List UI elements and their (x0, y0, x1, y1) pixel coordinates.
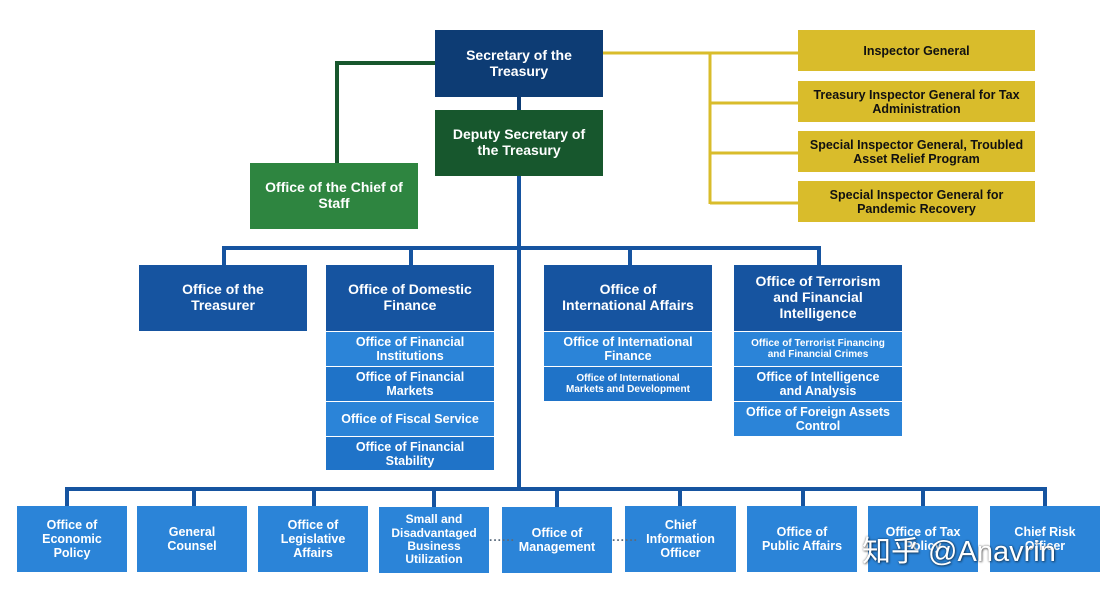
domestic-finance-box: Office of Domestic Finance (326, 265, 494, 331)
chief-risk-officer-box: Chief Risk Officer (990, 506, 1100, 572)
fiscal-service-box: Office of Fiscal Service (326, 401, 494, 436)
secretary-box: Secretary of the Treasury (435, 30, 603, 97)
ellipsis-right: ...... (612, 530, 639, 544)
financial-stability-box: Office of Financial Stability (326, 436, 494, 470)
tax-policy-box: Office of Tax Policy (868, 506, 978, 572)
ellipsis-left: ...... (489, 530, 516, 544)
tarp-inspector-general-box: Special Inspector General, Troubled Asse… (798, 131, 1035, 172)
financial-markets-box: Office of Financial Markets (326, 366, 494, 401)
small-business-utilization-box: Small and Disadvantaged Business Utiliza… (379, 507, 489, 573)
intelligence-analysis-box: Office of Intelligence and Analysis (734, 366, 902, 401)
treasurer-office-box: Office of the Treasurer (139, 265, 307, 331)
management-box: Office of Management (502, 507, 612, 573)
pandemic-inspector-general-box: Special Inspector General for Pandemic R… (798, 181, 1035, 222)
chief-information-officer-box: Chief Information Officer (625, 506, 736, 572)
public-affairs-box: Office of Public Affairs (747, 506, 857, 572)
inspector-general-box: Inspector General (798, 30, 1035, 71)
chief-of-staff-box: Office of the Chief of Staff (250, 163, 418, 229)
tax-inspector-general-box: Treasury Inspector General for Tax Admin… (798, 81, 1035, 122)
terrorism-intelligence-box: Office of Terrorism and Financial Intell… (734, 265, 902, 331)
terrorist-financing-box: Office of Terrorist Financing and Financ… (734, 331, 902, 366)
legislative-affairs-box: Office of Legislative Affairs (258, 506, 368, 572)
economic-policy-box: Office of Economic Policy (17, 506, 127, 572)
foreign-assets-control-box: Office of Foreign Assets Control (734, 401, 902, 436)
general-counsel-box: General Counsel (137, 506, 247, 572)
international-markets-box: Office of International Markets and Deve… (544, 366, 712, 401)
international-finance-box: Office of International Finance (544, 331, 712, 366)
international-affairs-box: Office of International Affairs (544, 265, 712, 331)
financial-institutions-box: Office of Financial Institutions (326, 331, 494, 366)
chief-of-staff-connector (335, 61, 435, 163)
deputy-secretary-box: Deputy Secretary of the Treasury (435, 110, 603, 176)
